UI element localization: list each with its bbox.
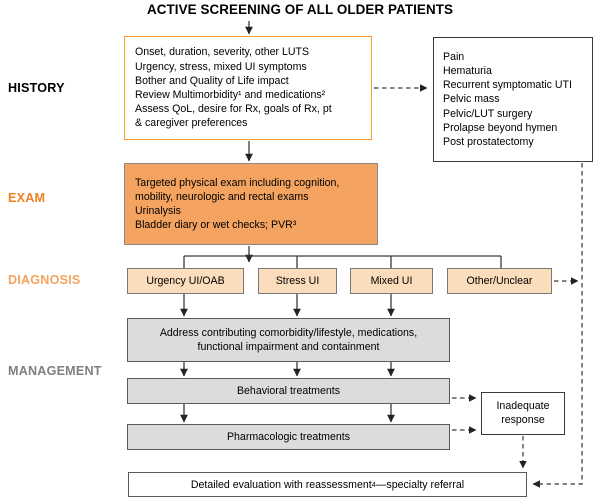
red-flag-item: Recurrent symptomatic UTI [443, 79, 572, 92]
red-flag-item: Pelvic/LUT surgery [443, 107, 533, 120]
history-line-4: Review Multimorbidity¹ and medications² [135, 89, 326, 101]
exam-line-3: Urinalysis [135, 205, 181, 217]
red-flag-item: Post prostatectomy [443, 136, 534, 148]
history-line-3: Bother and Quality of Life impact [135, 74, 289, 87]
stage-label-history: HISTORY [8, 81, 65, 95]
diagnosis-box-stress-ui[interactable]: Stress UI [258, 268, 337, 294]
address-line-2: functional impairment and containment [197, 341, 380, 353]
address-line-1: Address contributing comorbidity/lifesty… [159, 326, 418, 339]
inadequate-response-box: Inadequate response [481, 392, 565, 435]
behavioral-label: Behavioral treatments [236, 384, 341, 397]
exam-line-4: Bladder diary or wet checks; PVR³ [135, 219, 297, 232]
diagnosis-box-urgency-ui-oab[interactable]: Urgency UI/OAB [127, 268, 244, 294]
history-line-2: Urgency, stress, mixed UI symptoms [135, 60, 307, 73]
management-box-pharmacologic-treatments: Pharmacologic treatments [127, 424, 450, 450]
referral-text-before: Detailed evaluation with reassessment [190, 478, 372, 491]
red-flag-item: Pelvic mass [443, 93, 500, 106]
red-flag-item: Prolapse beyond hymen [443, 121, 558, 134]
inadequate-line-2: response [501, 413, 545, 426]
exam-line-1: Targeted physical exam including cogniti… [135, 176, 340, 189]
page-title: ACTIVE SCREENING OF ALL OLDER PATIENTS [146, 2, 454, 17]
management-box-address-contributing: Address contributing comorbidity/lifesty… [127, 318, 450, 362]
red-flags-box: Pain Hematuria Recurrent symptomatic UTI… [433, 37, 593, 162]
history-line-1: Onset, duration, severity, other LUTS [135, 46, 310, 59]
history-box: Onset, duration, severity, other LUTS Ur… [124, 36, 372, 140]
management-box-behavioral-treatments: Behavioral treatments [127, 378, 450, 404]
pharmacologic-label: Pharmacologic treatments [226, 430, 351, 443]
referral-text-after: —specialty referral [375, 478, 465, 491]
stage-label-diagnosis: DIAGNOSIS [8, 273, 81, 287]
stage-label-management: MANAGEMENT [8, 364, 102, 378]
inadequate-line-1: Inadequate [496, 399, 550, 412]
rail-redflags-to-referral [532, 163, 583, 488]
red-flag-item: Pain [443, 50, 465, 63]
exam-line-2: mobility, neurologic and rectal exams [135, 190, 309, 203]
stage-label-exam: EXAM [8, 191, 46, 205]
exam-box: Targeted physical exam including cogniti… [124, 163, 378, 245]
history-line-5: Assess QoL, desire for Rx, goals of Rx, … [135, 103, 332, 116]
diagnosis-box-mixed-ui[interactable]: Mixed UI [350, 268, 433, 294]
diagnosis-box-other-unclear[interactable]: Other/Unclear [447, 268, 552, 294]
red-flag-item: Hematuria [443, 64, 492, 77]
history-line-6: & caregiver preferences [135, 117, 248, 130]
